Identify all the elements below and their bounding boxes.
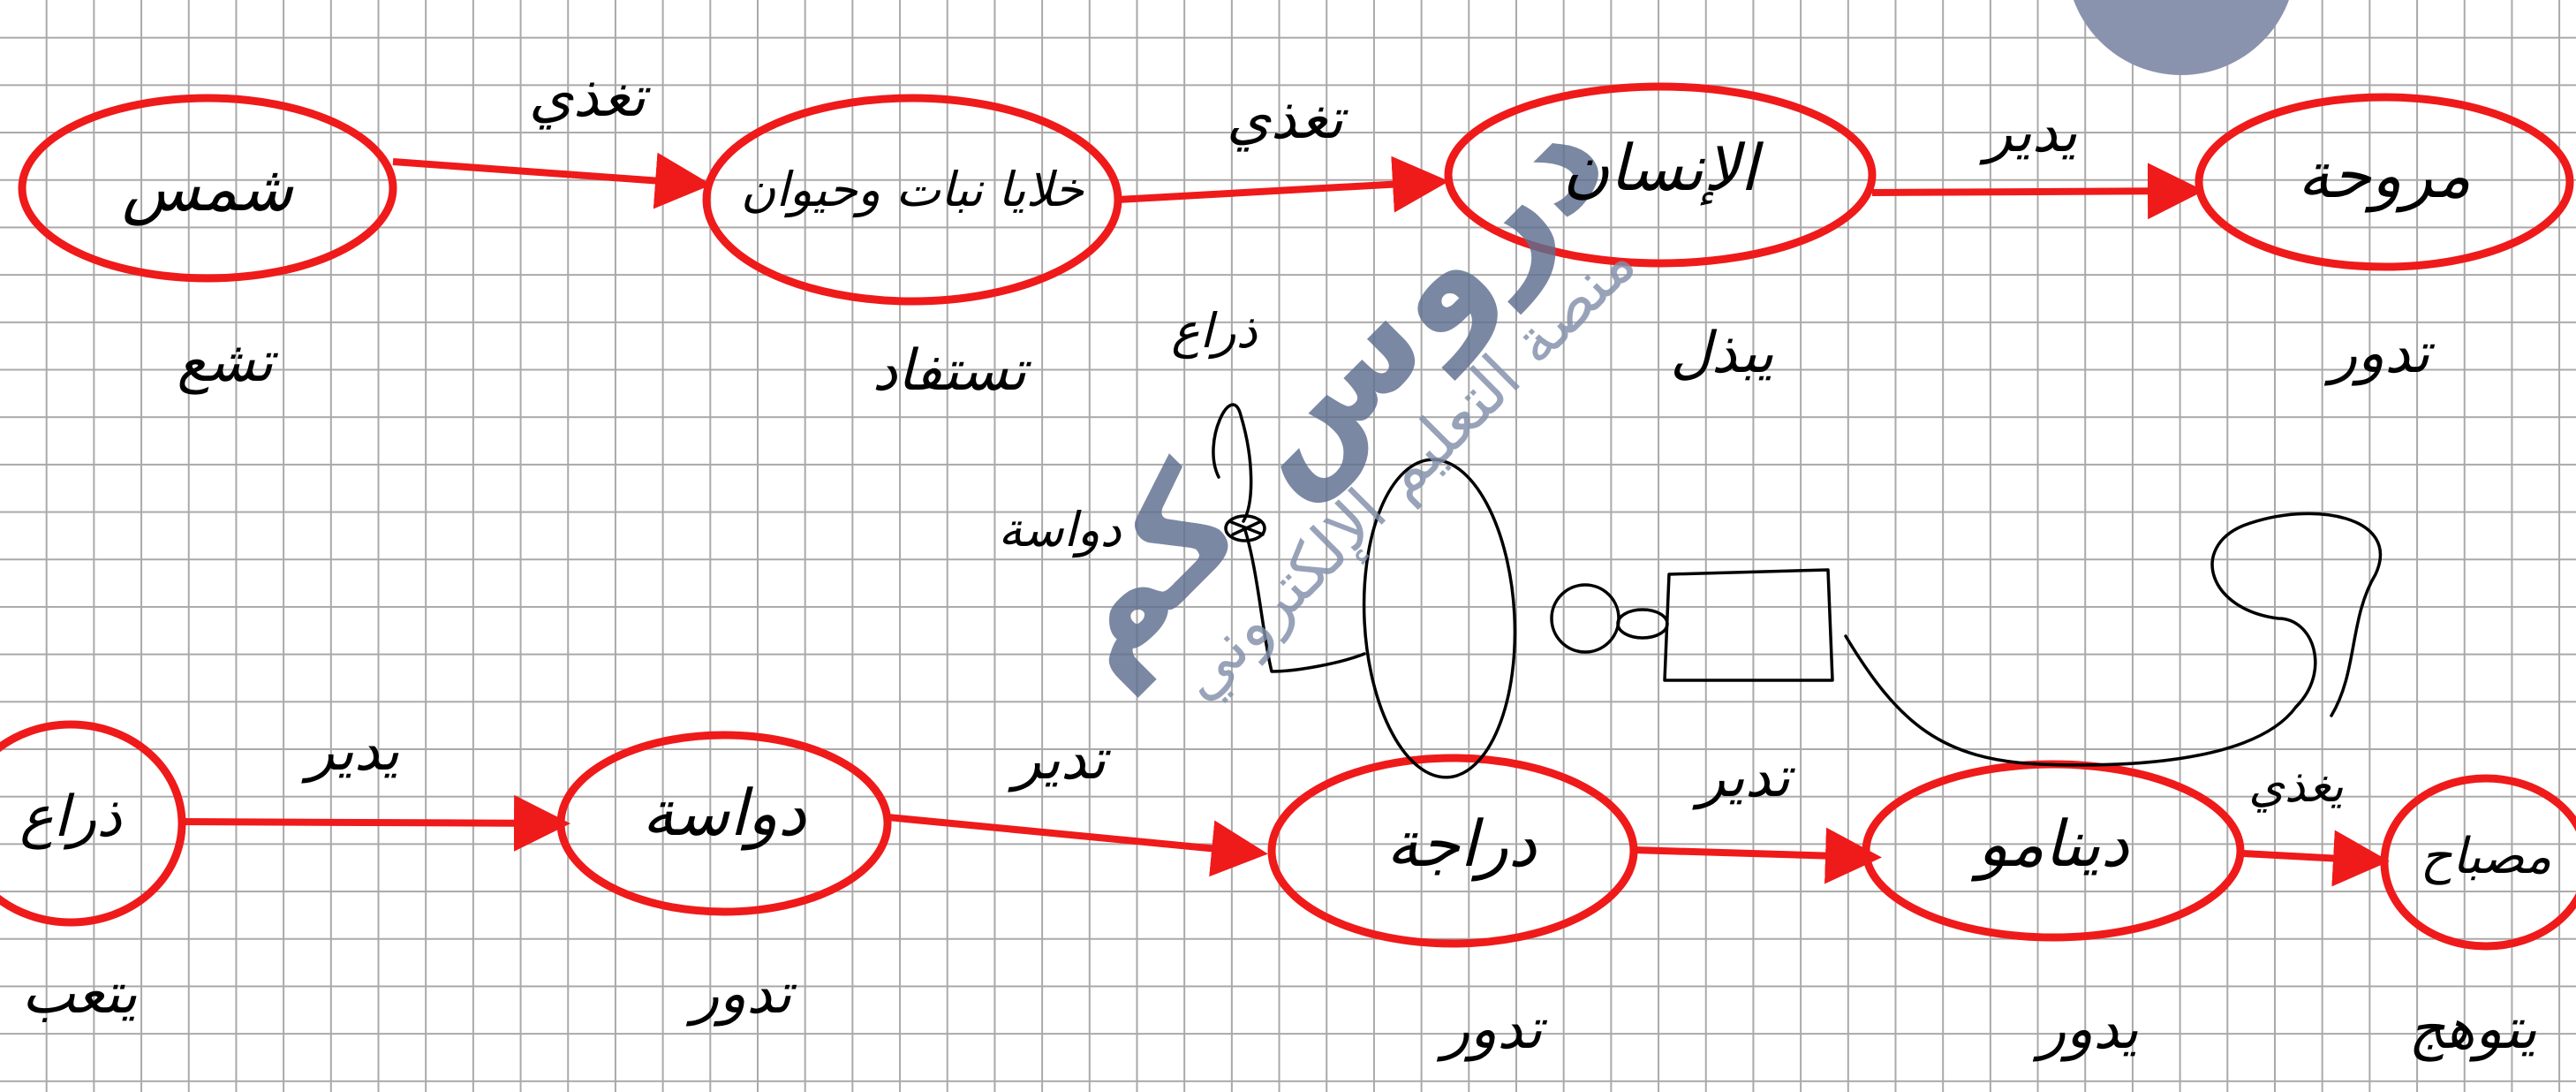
- edge-plant-cells-to-human: [1116, 155, 1449, 213]
- node-fan: [2195, 93, 2574, 271]
- node-sun-sub: تشع: [177, 330, 274, 395]
- edge-dynamo-to-lamp: [2242, 830, 2390, 887]
- corner-circle: [2074, 0, 2289, 75]
- sketch-wheel: [1362, 458, 1517, 779]
- node-arm: [0, 720, 186, 927]
- node-plant-cells: [702, 94, 1122, 306]
- sketch-roller: [1550, 583, 1620, 654]
- node-dynamo-sub: يدور: [2038, 997, 2139, 1062]
- edge-pedal-to-bicycle-label: تدير: [1013, 727, 1107, 792]
- edge-pedal-to-bicycle: [887, 814, 1268, 877]
- node-sun-label: شمس: [122, 151, 293, 225]
- edge-sun-to-plant-cells-label: تغذي: [528, 64, 646, 130]
- node-bicycle-sub: تدور: [1442, 997, 1543, 1062]
- edge-sun-to-plant-cells: [392, 152, 712, 209]
- node-fan-sub: تدور: [2330, 321, 2430, 386]
- node-fan-label: مروحة: [2297, 138, 2472, 212]
- edge-dynamo-to-lamp-label: يغذي: [2248, 760, 2344, 813]
- node-bicycle: [1267, 754, 1638, 948]
- edge-human-to-fan-label: يدير: [1984, 100, 2078, 165]
- edge-plant-cells-to-human-label: تغذي: [1226, 87, 1344, 152]
- node-pedal: [556, 731, 892, 916]
- node-human-sub: يبذل: [1670, 321, 1774, 386]
- node-human: [1444, 82, 1877, 268]
- sketch-lamp: [2210, 512, 2383, 717]
- sketch-arm-loop: [1212, 403, 1253, 523]
- node-arm-sub: يتعب: [21, 961, 138, 1027]
- node-plant-cells-sub: تستفاد: [872, 338, 1027, 404]
- node-human-label: الإنسان: [1562, 131, 1758, 205]
- node-lamp-sub: يتوهج: [2408, 997, 2537, 1062]
- sketch-arm-line: [1243, 528, 1366, 673]
- sketch-pedal-label: دواسة: [998, 502, 1122, 557]
- node-lamp: [2380, 774, 2576, 951]
- sketch-pedal-hub: [1224, 514, 1266, 542]
- node-pedal-sub: تدور: [691, 961, 792, 1027]
- node-dynamo-label: دينامو: [1977, 807, 2129, 881]
- bicycle-dynamo-sketch: [1212, 403, 2383, 779]
- sketch-arm-label: ذراع: [1171, 303, 1258, 359]
- edge-arm-to-pedal-label: يدير: [306, 718, 400, 784]
- sketch-pedal-crank: [1228, 519, 1265, 536]
- edge-bicycle-to-dynamo-label: تدير: [1697, 745, 1791, 810]
- node-sun: [18, 94, 397, 283]
- node-lamp-label: مصباح: [2420, 828, 2552, 885]
- edge-bicycle-to-dynamo: [1633, 827, 1882, 884]
- sketch-axle: [1616, 608, 1669, 640]
- edge-human-to-fan: [1871, 163, 2204, 220]
- node-pedal-label: دواسة: [642, 776, 806, 850]
- edge-arm-to-pedal: [180, 794, 570, 852]
- node-plant-cells-label: خلايا نبات وحيوان: [740, 162, 1084, 217]
- sketch-wire: [1844, 634, 2298, 767]
- sketch-dynamo-body: [1663, 568, 1834, 682]
- node-bicycle-label: دراجة: [1386, 807, 1537, 881]
- node-arm-label: ذراع: [19, 785, 122, 850]
